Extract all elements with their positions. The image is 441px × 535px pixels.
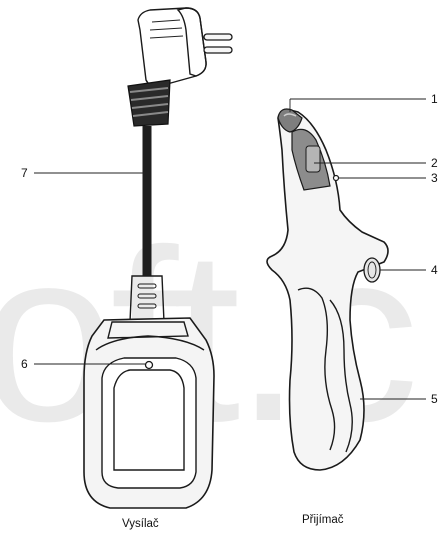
receiver-side-button xyxy=(363,257,381,283)
strain-relief-bottom xyxy=(129,275,165,323)
transmitter-caption: Vysílač xyxy=(122,518,159,530)
transmitter-housing xyxy=(83,317,215,509)
callout-2: 2 xyxy=(431,156,438,170)
strain-relief-top xyxy=(127,79,171,127)
receiver-sensor-window xyxy=(291,128,331,191)
plug-pins xyxy=(203,33,233,54)
callout-6: 6 xyxy=(21,357,28,371)
plug xyxy=(137,7,233,88)
receiver-led xyxy=(332,174,340,182)
transmitter-device xyxy=(83,7,233,509)
receiver-device xyxy=(266,108,389,471)
receiver-tip xyxy=(277,108,303,133)
callout-3: 3 xyxy=(431,171,438,185)
receiver-body xyxy=(266,108,389,471)
callout-1: 1 xyxy=(431,92,438,106)
callout-5: 5 xyxy=(431,392,438,406)
receiver-caption: Přijímač xyxy=(302,514,344,526)
receiver-grip xyxy=(297,287,353,453)
callout-7: 7 xyxy=(21,166,28,180)
callout-leaders xyxy=(34,98,426,400)
transmitter-indicator xyxy=(144,360,154,370)
callout-4: 4 xyxy=(431,263,438,277)
